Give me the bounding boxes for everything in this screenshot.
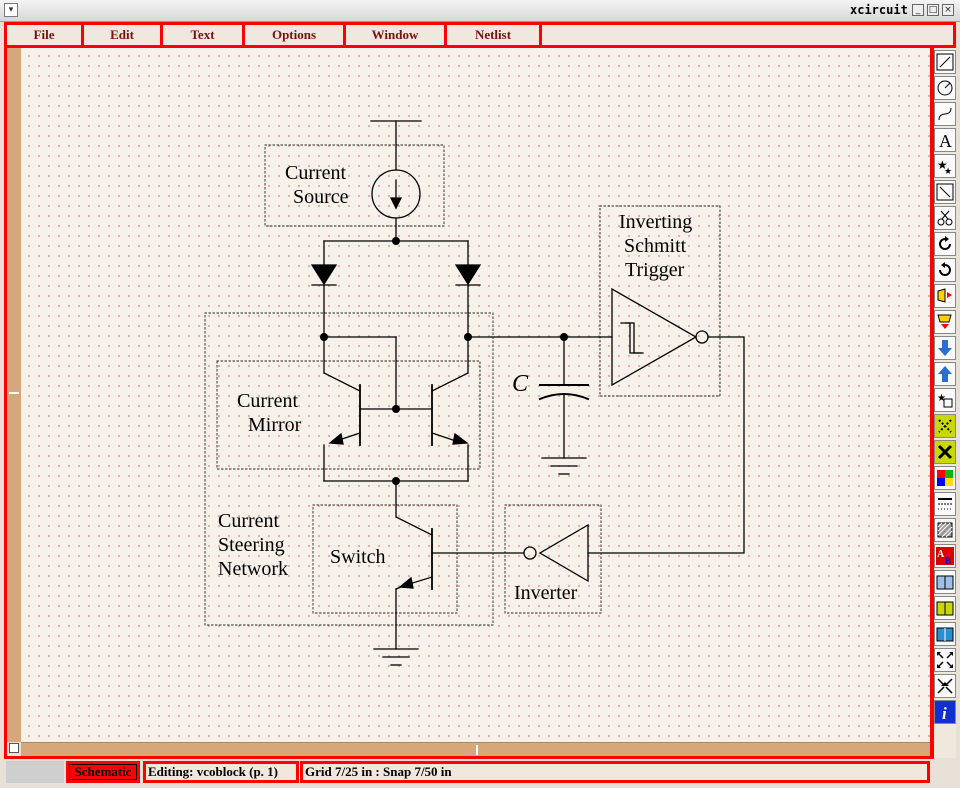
flip-horizontal-icon[interactable] <box>934 284 956 308</box>
menu-window[interactable]: Window <box>346 25 447 45</box>
svg-text:A: A <box>939 131 952 149</box>
label-current-source-1: Current <box>285 162 347 184</box>
select-icon[interactable]: ★★ <box>934 154 956 178</box>
status-spacer <box>6 761 64 783</box>
label-inverter: Inverter <box>514 582 578 604</box>
horizontal-scroll-thumb[interactable] <box>476 745 478 755</box>
maximize-icon[interactable]: □ <box>927 4 939 16</box>
svg-text:★: ★ <box>937 393 946 404</box>
window-title: xcircuit <box>850 3 908 17</box>
switch-box <box>312 504 458 614</box>
label-switch: Switch <box>330 546 386 568</box>
label-mirror-2: Mirror <box>248 414 302 436</box>
help-icon[interactable]: i <box>934 700 956 724</box>
svg-text:★: ★ <box>937 158 948 172</box>
vertical-scroll-thumb[interactable] <box>9 392 19 394</box>
current-mirror-box <box>216 360 481 470</box>
editing-status: Editing: vcoblock (p. 1) <box>143 761 299 783</box>
edit-icon[interactable] <box>934 180 956 204</box>
close-icon[interactable]: × <box>942 4 954 16</box>
rotate-cw-icon[interactable] <box>934 232 956 256</box>
cut-icon[interactable] <box>934 206 956 230</box>
menu-text[interactable]: Text <box>163 25 245 45</box>
label-mirror-1: Current <box>237 390 299 412</box>
spline-icon[interactable] <box>934 102 956 126</box>
label-steering-2: Steering <box>218 534 285 556</box>
horizontal-scrollbar[interactable] <box>21 742 930 756</box>
diode-left <box>310 264 338 286</box>
schmitt-trigger-box <box>599 205 721 397</box>
status-end <box>930 759 960 788</box>
library-view-icon[interactable] <box>934 570 956 594</box>
frame-right <box>930 48 934 758</box>
label-schmitt-2: Schmitt <box>624 235 687 257</box>
frame-left <box>4 48 7 758</box>
inverter-box <box>504 504 602 614</box>
grid-status: Grid 7/25 in : Snap 7/50 in <box>300 761 930 783</box>
circle-icon[interactable] <box>934 76 956 100</box>
zoom-in-icon[interactable] <box>934 648 956 672</box>
current-source-box <box>264 144 445 227</box>
menu-bar: File Edit Text Options Window Netlist <box>4 22 956 48</box>
border-icon[interactable] <box>934 492 956 516</box>
flip-vertical-icon[interactable] <box>934 310 956 334</box>
minimize-icon[interactable]: _ <box>912 4 924 16</box>
rotate-ccw-icon[interactable] <box>934 258 956 282</box>
status-bar: Schematic Editing: vcoblock (p. 1) Grid … <box>0 759 960 788</box>
wire-icon[interactable] <box>934 50 956 74</box>
join-icon[interactable] <box>934 414 956 438</box>
menu-edit[interactable]: Edit <box>84 25 163 45</box>
label-capacitor: C <box>512 371 529 397</box>
steering-network-box <box>204 312 494 626</box>
inverter-bubble <box>523 546 537 560</box>
book-icon[interactable] <box>934 622 956 646</box>
label-schmitt-3: Trigger <box>625 259 685 281</box>
pop-icon[interactable] <box>934 362 956 386</box>
drawing-canvas[interactable]: Current Source Inverting Schmitt Trigger… <box>21 48 930 742</box>
schematic-mode-button[interactable]: Schematic <box>66 761 140 783</box>
menu-netlist[interactable]: Netlist <box>447 25 542 45</box>
schmitt-trigger-symbol <box>611 287 698 387</box>
push-icon[interactable] <box>934 336 956 360</box>
library-icon[interactable]: ★ <box>934 388 956 412</box>
corner-box[interactable] <box>9 743 19 753</box>
inverter-symbol <box>538 523 589 583</box>
svg-text:★: ★ <box>944 166 952 175</box>
page-view-icon[interactable] <box>934 596 956 620</box>
svg-text:i: i <box>942 704 947 721</box>
color-icon[interactable] <box>934 466 956 490</box>
text-icon[interactable]: A <box>934 128 956 152</box>
label-steering-3: Network <box>218 558 288 580</box>
menu-file[interactable]: File <box>7 25 84 45</box>
schematic-drawing <box>204 120 745 666</box>
title-bar: ▾ xcircuit _ □ × <box>0 0 960 22</box>
diode-right <box>454 264 482 286</box>
schematic-mode-label: Schematic <box>69 764 137 780</box>
label-schmitt-1: Inverting <box>619 211 693 233</box>
window-menu-icon[interactable]: ▾ <box>4 3 18 17</box>
menu-options[interactable]: Options <box>245 25 346 45</box>
unjoin-icon[interactable] <box>934 440 956 464</box>
vertical-scrollbar[interactable] <box>7 48 22 742</box>
label-steering-1: Current <box>218 510 280 532</box>
frame-bottom <box>4 756 934 759</box>
svg-text:A: A <box>937 549 945 560</box>
zoom-out-icon[interactable] <box>934 674 956 698</box>
svg-text:B: B <box>945 556 951 565</box>
label-current-source-2: Source <box>293 186 349 208</box>
fill-icon[interactable] <box>934 518 956 542</box>
